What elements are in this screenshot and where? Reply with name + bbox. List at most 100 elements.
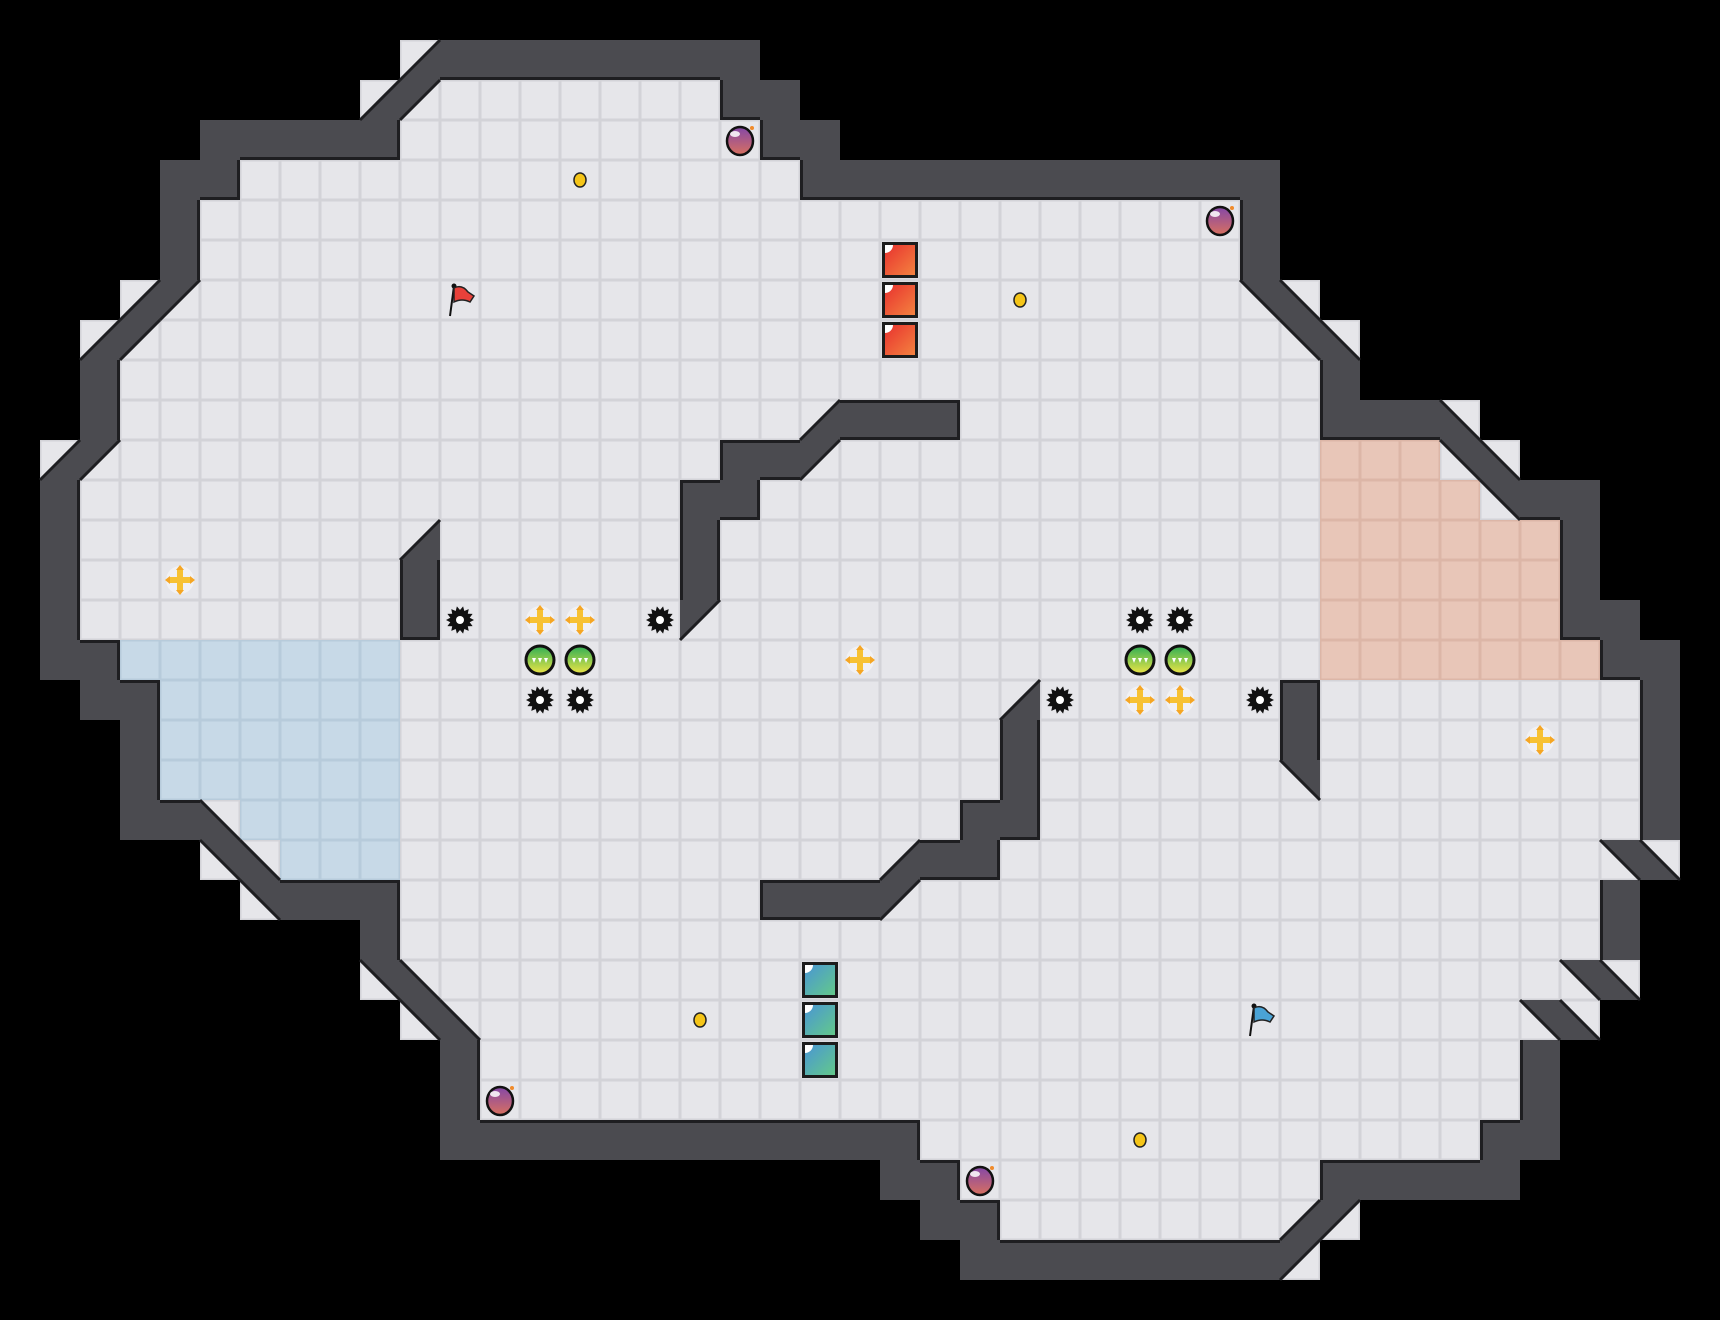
- floor-tile: [1320, 920, 1360, 960]
- wall-tile: [1040, 160, 1080, 200]
- floor-tile: [520, 240, 560, 280]
- floor-tile: [1000, 920, 1040, 960]
- floor-tile: [360, 200, 400, 240]
- wall-edge: [198, 838, 242, 882]
- floor-tile: [680, 960, 720, 1000]
- floor-tile: [840, 600, 880, 640]
- floor-tile: [1280, 1120, 1320, 1160]
- wall-edge: [798, 398, 842, 442]
- floor-tile: [360, 400, 400, 440]
- floor-tile: [1120, 360, 1160, 400]
- floor-tile: [1320, 1000, 1360, 1040]
- wall-tile: [1560, 480, 1600, 520]
- floor-tile: [520, 840, 560, 880]
- floor-tile: [760, 840, 800, 880]
- floor-tile: [680, 1040, 720, 1080]
- wall-tile: [840, 160, 880, 200]
- floor-tile: [1360, 920, 1400, 960]
- wall-tile: [80, 640, 120, 680]
- wall-edge: [878, 878, 922, 922]
- floor-tile: [600, 680, 640, 720]
- floor-tile: [640, 880, 680, 920]
- floor-tile: [600, 400, 640, 440]
- wall-tile: [1280, 680, 1320, 720]
- floor-tile: [1160, 1080, 1200, 1120]
- wall-tile: [680, 480, 720, 520]
- wall-edge: [1438, 438, 1482, 482]
- floor-tile: [1160, 1000, 1200, 1040]
- wall-edge: [1238, 278, 1282, 322]
- floor-tile: [600, 760, 640, 800]
- floor-tile: [600, 800, 640, 840]
- floor-tile: [1080, 400, 1120, 440]
- floor-tile: [1240, 1200, 1280, 1240]
- blue-zone-tile: [280, 840, 320, 880]
- floor-tile: [720, 680, 760, 720]
- wall-tile: [520, 1120, 560, 1160]
- floor-tile: [1040, 280, 1080, 320]
- floor-tile: [760, 800, 800, 840]
- floor-tile: [480, 680, 520, 720]
- boost-icon: [165, 565, 195, 595]
- floor-tile: [80, 480, 120, 520]
- floor-tile: [1320, 720, 1360, 760]
- wall-tile: [1400, 1160, 1440, 1200]
- wall-tile: [760, 80, 800, 120]
- floor-tile: [440, 440, 480, 480]
- floor-tile: [720, 160, 760, 200]
- red-zone-tile: [1400, 640, 1440, 680]
- floor-tile: [400, 920, 440, 960]
- floor-tile: [640, 200, 680, 240]
- floor-tile: [1040, 1040, 1080, 1080]
- floor-tile: [1040, 840, 1080, 880]
- floor-tile: [600, 320, 640, 360]
- floor-tile: [960, 520, 1000, 560]
- floor-tile: [1080, 560, 1120, 600]
- floor-tile: [1200, 240, 1240, 280]
- floor-tile: [920, 240, 960, 280]
- wall-tile: [640, 40, 680, 80]
- floor-tile: [560, 1000, 600, 1040]
- floor-tile: [240, 440, 280, 480]
- floor-tile: [1120, 480, 1160, 520]
- floor-tile: [400, 360, 440, 400]
- floor-tile: [1160, 760, 1200, 800]
- floor-tile: [520, 400, 560, 440]
- speed-pad-icon: [564, 644, 596, 676]
- floor-tile: [720, 200, 760, 240]
- floor-tile: [1080, 800, 1120, 840]
- blue-zone-tile: [360, 840, 400, 880]
- spike-icon: [566, 686, 594, 714]
- wall-tile: [720, 40, 760, 80]
- floor-tile: [920, 640, 960, 680]
- floor-tile: [1160, 920, 1200, 960]
- floor-tile: [1280, 360, 1320, 400]
- floor-tile: [1520, 880, 1560, 920]
- floor-tile: [480, 280, 520, 320]
- floor-tile: [1120, 440, 1160, 480]
- floor-tile: [680, 800, 720, 840]
- floor-tile: [440, 80, 480, 120]
- floor-tile: [760, 1000, 800, 1040]
- floor-tile: [640, 1000, 680, 1040]
- floor-tile: [240, 360, 280, 400]
- floor-tile: [560, 1080, 600, 1120]
- wall-tile: [320, 880, 360, 920]
- floor-tile: [240, 160, 280, 200]
- wall-tile: [440, 1120, 480, 1160]
- floor-tile: [1400, 1000, 1440, 1040]
- red-zone-tile: [1360, 560, 1400, 600]
- floor-tile: [1320, 840, 1360, 880]
- blue-zone-tile: [280, 640, 320, 680]
- floor-tile: [920, 760, 960, 800]
- floor-tile: [1400, 1040, 1440, 1080]
- floor-tile: [1360, 840, 1400, 880]
- floor-tile: [320, 160, 360, 200]
- wall-tile: [1640, 680, 1680, 720]
- blue-zone-tile: [240, 680, 280, 720]
- floor-tile: [800, 600, 840, 640]
- wall-tile: [200, 160, 240, 200]
- floor-tile: [440, 400, 480, 440]
- floor-tile: [200, 200, 240, 240]
- floor-tile: [1560, 840, 1600, 880]
